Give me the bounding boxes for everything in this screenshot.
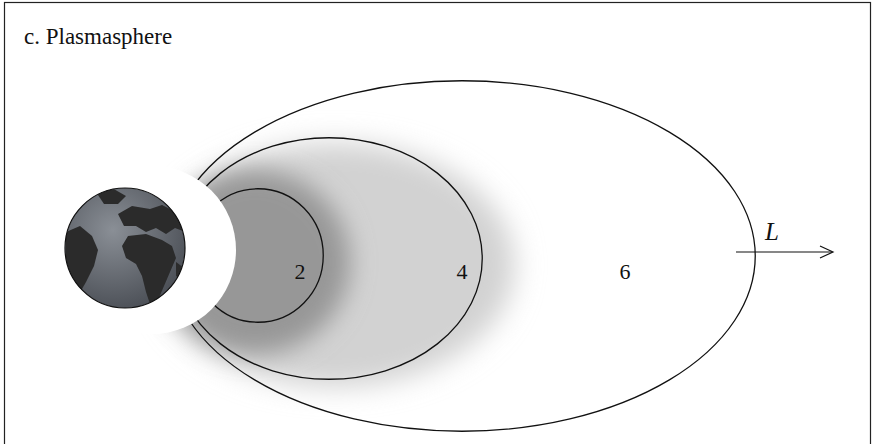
shell-number: 2 [295,261,306,283]
axis-label: L [765,218,779,246]
landmass [122,234,176,304]
landmass [96,188,126,204]
earth-outline [65,188,185,308]
earth [65,188,185,308]
arrow-head [820,246,833,258]
landmass [118,205,186,234]
shell-number: 6 [620,261,631,283]
shell-outline [168,80,756,432]
landmass [66,226,98,300]
shell-line [169,81,756,432]
l-shell: 6 4 2 [168,80,756,432]
frame [5,3,871,444]
shell-number: 4 [457,261,468,283]
axis-arrow [736,251,832,252]
figure-title: c. Plasmasphere [24,24,172,50]
